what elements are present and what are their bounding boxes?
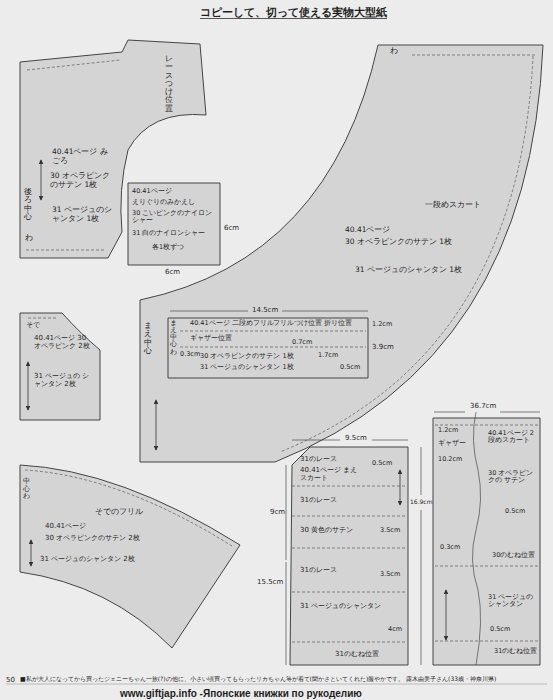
vertical-note: まえ中心 わ [170,320,177,356]
piece-note: 31のレース [300,496,337,504]
piece-note: 31 白のナイロンシャー [132,230,218,237]
dimension-label: 50 [6,676,15,684]
piece-note: 30 オペラピンクのサテン 1枚 [50,172,112,189]
vertical-note: 後ろ中心 [24,188,32,221]
piece-note: 各1枚ずつ [152,244,184,251]
piece-note: 31 ページュのシャンタン 2枚 [40,555,135,563]
dimension-label: 9cm [270,508,285,516]
piece-note: 31のむね位置 [335,650,379,658]
dimension-label: 1.2cm [372,321,392,328]
piece-note: 30 こいピンクのナイロンシャー [132,210,218,225]
dimension-label: 15.5cm [257,578,283,586]
dimension-label: 0.3cm [440,544,460,551]
dimension-label: 4cm [388,626,402,633]
watermark: www.giftjap.info -Японские книжки по рук… [120,688,362,700]
dimension-label: 0.5cm [340,364,360,371]
dimension-label: 0.7cm [292,339,312,346]
dimension-label: 1.7cm [318,352,338,359]
dimension-label: 36.7cm [470,402,496,410]
piece-note: 一段めスカート [425,200,481,209]
dimension-label: 0.5cm [505,508,525,515]
piece-outline [138,43,545,464]
second-skirt-piece: ギャザー 40.41ページ 2段めスカート 30 オペラピンクの サテン 30のむね位… [431,416,542,667]
piece-note: 30 黄色のサテン [300,526,353,534]
dimension-label: 9.5cm [345,434,367,442]
dimension-label: 6cm [224,224,239,232]
dimension-label: 6cm [165,268,180,276]
piece-note: 40.41ページ 2段めスカート [488,430,538,445]
piece-note: 40.41ページ 二段めフリル [190,320,274,327]
dimension-label: 3.9cm [372,343,394,351]
piece-outline [18,38,208,260]
dimension-label: 3.5cm [380,527,400,534]
piece-note: 31のレース [300,566,337,574]
piece-note: 40.41ページ みごろ [52,148,114,165]
vertical-note: まえ中心 [144,322,152,355]
piece-note: 40.41ページ まえスカート [300,466,360,482]
piece-note: 30 オペラピンクのサテン 1枚 [345,238,452,247]
piece-note: 31 ページュの シャンタン [488,594,538,609]
dimension-label: 0.3cm [180,351,200,358]
bodice-piece: 40.41ページ みごろ 30 オペラピンクのサテン 1枚 31 ページュのシャンタ… [18,38,208,260]
dimension-label: 10.2cm [438,456,462,463]
dimension-label: 3.5cm [380,571,400,578]
piece-note: 31のレース [300,455,337,463]
footer-note: ■私が大人になってから買ったジェニーちゃん一族(?)の他に、小さい頃買ってもらっ… [20,676,496,683]
dimension-label: 0.5cm [490,626,510,633]
skirt-piece: わ一段めスカート 40.41ページ 30 オペラピンクのサテン 1枚 31 ページュの… [138,43,545,464]
sleeve-frill-piece: そでのフリル 40.41ページ 30 オペラピンクのサテン 2枚 31 ページュのシャ… [18,463,242,650]
piece-note: わ [25,234,33,243]
piece-note: えりぐりのみかえし [132,199,218,206]
piece-note: そで [26,321,40,329]
piece-note: 31のむね位置 [494,648,537,655]
piece-note: 31 ページュのシャンタン 1枚 [355,266,462,275]
piece-note: そでのフリル [95,508,143,517]
piece-note: わ [390,46,398,55]
piece-note: 40.41ページ [132,188,218,195]
page-title: コピーして、切って使える実物大型紙 [200,6,387,19]
piece-note: 31 ページュの シャンタン 2枚 [34,372,90,388]
piece-note: 31 ページュのシャンタン 1枚 [200,364,294,371]
sleeve-piece: そで 40.41ページ 30 オペラピンク 2枚 31 ページュの シャンタン 2枚 [18,311,102,422]
facing-piece: 40.41ページえりぐりのみかえし 30 こいピンクのナイロンシャー 31 白のナイ… [128,183,220,265]
piece-note: 30のむね位置 [492,552,535,559]
frill-piece: まえ中心 わ 40.41ページ 二段めフリルフリルつけ位置 折り位置ギャザー位置 3… [168,318,368,378]
vertical-note: 中心 わ [23,478,30,501]
piece-note: 40.41ページ [345,226,390,235]
piece-note: 40.41ページ 30 オペラピンク 2枚 [34,334,90,350]
piece-note: 40.41ページ [45,522,86,530]
piece-note: 31 ページュのシャンタン [300,602,381,610]
vertical-note: レースつけ位置 [165,55,173,113]
piece-note: 30 オペラピンクの サテン [488,470,538,485]
dimension-label: 14.5cm [252,306,278,314]
dimension-label: 16.9cm [410,499,433,506]
piece-note: ギャザー位置 [190,335,232,342]
piece-note: フリルつけ位置 折り位置 [273,320,352,327]
front-skirt-piece: 31のレース 40.41ページ まえスカート 31のレース 30 黄色のサテン 31のレ… [288,445,410,667]
piece-outline [431,416,542,667]
dimension-label: 0.5cm [372,460,392,467]
piece-note: 30 オペラピンクのサテン 1枚 [200,353,294,360]
dimension-label: 1.2cm [438,427,458,434]
piece-note: ギャザー [438,440,466,447]
piece-note: 31 ページュのシャンタン 1枚 [52,206,114,223]
piece-note: 30 オペラピンクのサテン 2枚 [45,534,140,542]
